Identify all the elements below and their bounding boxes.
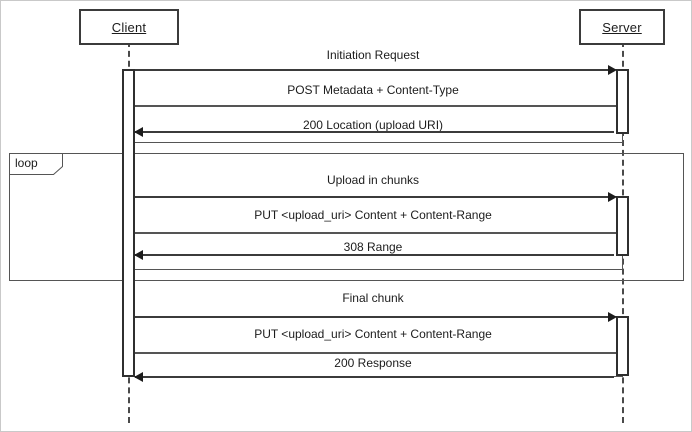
participant-server-label: Server <box>602 19 642 35</box>
arrow-head-200-response <box>134 372 143 382</box>
combined-fragment-loop <box>9 153 684 281</box>
message-label-post-metadata: POST Metadata + Content-Type <box>287 83 459 97</box>
arrow-head-200-location <box>134 127 143 137</box>
section-header-upload-in-chunks: Upload in chunks <box>326 173 420 187</box>
arrow-line-post-metadata <box>135 69 614 71</box>
message-label-put-chunk: PUT <upload_uri> Content + Content-Range <box>254 208 492 222</box>
message-label-200-response: 200 Response <box>334 356 412 370</box>
message-label-308-range: 308 Range <box>343 240 403 254</box>
arrow-line-put-final-chunk <box>135 316 614 318</box>
activation-bar-client <box>122 69 135 377</box>
activation-bar-server-initiation <box>616 69 629 134</box>
message-label-200-location: 200 Location (upload URI) <box>302 118 444 132</box>
arrow-line-200-response <box>135 376 614 378</box>
arrow-head-post-metadata <box>608 65 617 75</box>
participant-server[interactable]: Server <box>579 9 665 45</box>
arrow-line-308-range <box>135 254 614 256</box>
activation-bar-server-final <box>616 316 629 376</box>
section-header-final-chunk: Final chunk <box>342 291 404 305</box>
section-header-initiation: Initiation Request <box>326 48 420 62</box>
arrow-head-308-range <box>134 250 143 260</box>
loop-fragment-label: loop <box>15 156 38 170</box>
arrow-line-200-location <box>135 131 614 133</box>
message-label-put-final-chunk: PUT <upload_uri> Content + Content-Range <box>254 327 492 341</box>
arrow-head-put-chunk <box>608 192 617 202</box>
participant-client[interactable]: Client <box>79 9 179 45</box>
arrow-head-put-final-chunk <box>608 312 617 322</box>
loop-fragment-tag <box>9 153 63 175</box>
activation-bar-server-loop <box>616 196 629 256</box>
participant-client-label: Client <box>111 19 147 35</box>
arrow-line-put-chunk <box>135 196 614 198</box>
